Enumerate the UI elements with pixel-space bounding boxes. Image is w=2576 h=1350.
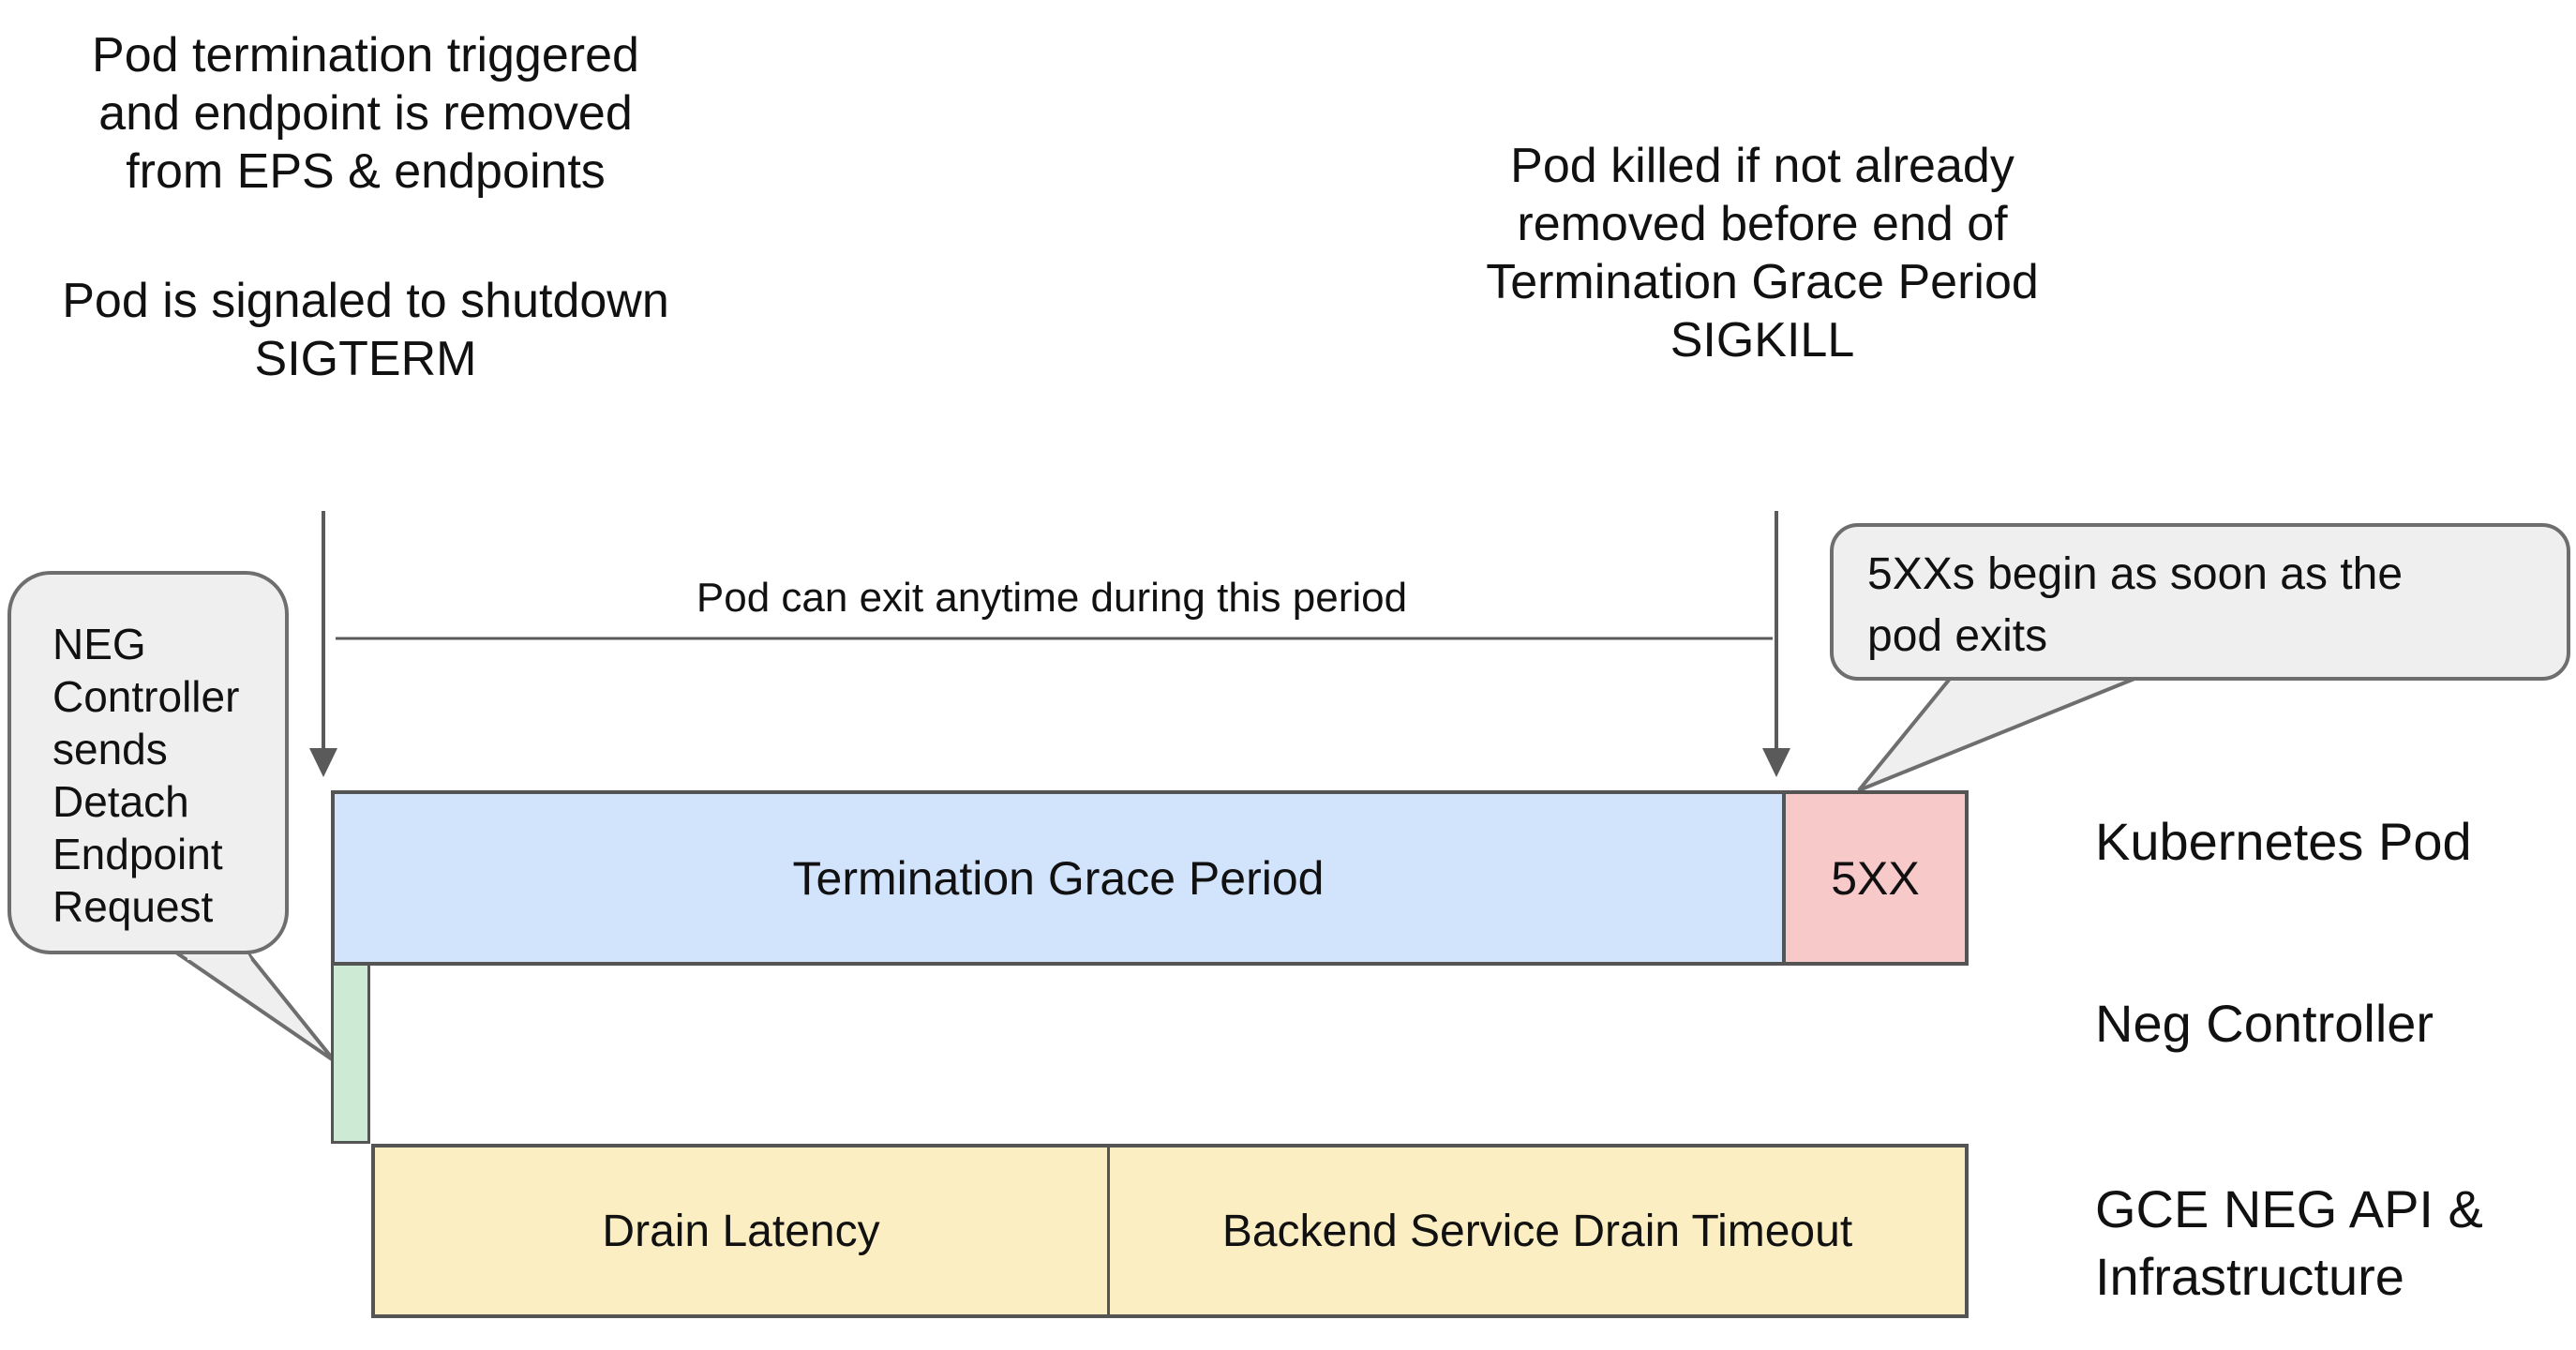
annotation-sigterm: Pod is signaled to shutdown SIGTERM xyxy=(37,272,694,388)
neg-controller-callout-text: NEG Controller sends Detach Endpoint Req… xyxy=(52,618,239,933)
annotation-line: Termination Grace Period xyxy=(1486,255,2039,309)
fivexx-callout-text: 5XXs begin as soon as the pod exits xyxy=(1867,544,2403,668)
annotation-line: removed before end of xyxy=(1517,197,2008,251)
row-label-gce-line1: GCE NEG API & xyxy=(2095,1179,2483,1238)
fivexx-callout-bubble: 5XXs begin as soon as the pod exits xyxy=(1830,523,2570,681)
annotation-line: and endpoint is removed xyxy=(98,86,633,141)
callout-line: 5XXs begin as soon as the xyxy=(1867,549,2404,599)
neg-controller-callout-bubble: NEG Controller sends Detach Endpoint Req… xyxy=(7,571,289,954)
row-label-gce: GCE NEG API & Infrastructure xyxy=(2095,1176,2483,1311)
backend-drain-timeout-label: Backend Service Drain Timeout xyxy=(1221,1206,1853,1256)
annotation-line: SIGTERM xyxy=(254,332,477,386)
annotation-line: Pod termination triggered xyxy=(92,28,639,82)
annotation-sigkill: Pod killed if not already removed before… xyxy=(1434,137,2090,369)
callout-line: Detach xyxy=(52,777,189,826)
callout-line: Endpoint xyxy=(52,830,223,878)
termination-grace-period-label: Termination Grace Period xyxy=(792,851,1325,905)
termination-grace-period-bar: Termination Grace Period xyxy=(331,790,1786,966)
annotation-pod-termination: Pod termination triggered and endpoint i… xyxy=(37,26,694,201)
callout-line: pod exits xyxy=(1867,611,2048,661)
callout-line: sends xyxy=(52,725,168,773)
row-label-neg-controller: Neg Controller xyxy=(2095,994,2434,1053)
gce-drain-bar: Drain Latency Backend Service Drain Time… xyxy=(371,1144,1969,1318)
period-label: Pod can exit anytime during this period xyxy=(696,575,1408,621)
left-bubble-tail xyxy=(167,949,337,1063)
backend-drain-timeout-segment: Backend Service Drain Timeout xyxy=(1107,1148,1965,1314)
row-label-gce-line2: Infrastructure xyxy=(2095,1247,2404,1306)
drain-latency-segment: Drain Latency xyxy=(375,1148,1107,1314)
error-5xx-bar: 5XX xyxy=(1786,790,1969,966)
sigkill-arrow-head xyxy=(1762,748,1790,777)
drain-latency-label: Drain Latency xyxy=(602,1206,880,1256)
right-bubble-tail xyxy=(1857,677,2135,792)
row-label-kubernetes-pod: Kubernetes Pod xyxy=(2095,812,2472,871)
callout-line: NEG xyxy=(52,620,146,668)
annotation-line: from EPS & endpoints xyxy=(126,144,606,199)
neg-controller-detach-bar xyxy=(331,966,370,1144)
callout-line: Request xyxy=(52,882,214,931)
error-5xx-label: 5XX xyxy=(1831,851,1920,905)
annotation-line: Pod is signaled to shutdown xyxy=(62,274,669,328)
annotation-line: SIGKILL xyxy=(1670,313,1855,368)
sigterm-arrow-head xyxy=(309,748,337,777)
callout-line: Controller xyxy=(52,672,240,721)
annotation-line: Pod killed if not already xyxy=(1510,139,2014,193)
